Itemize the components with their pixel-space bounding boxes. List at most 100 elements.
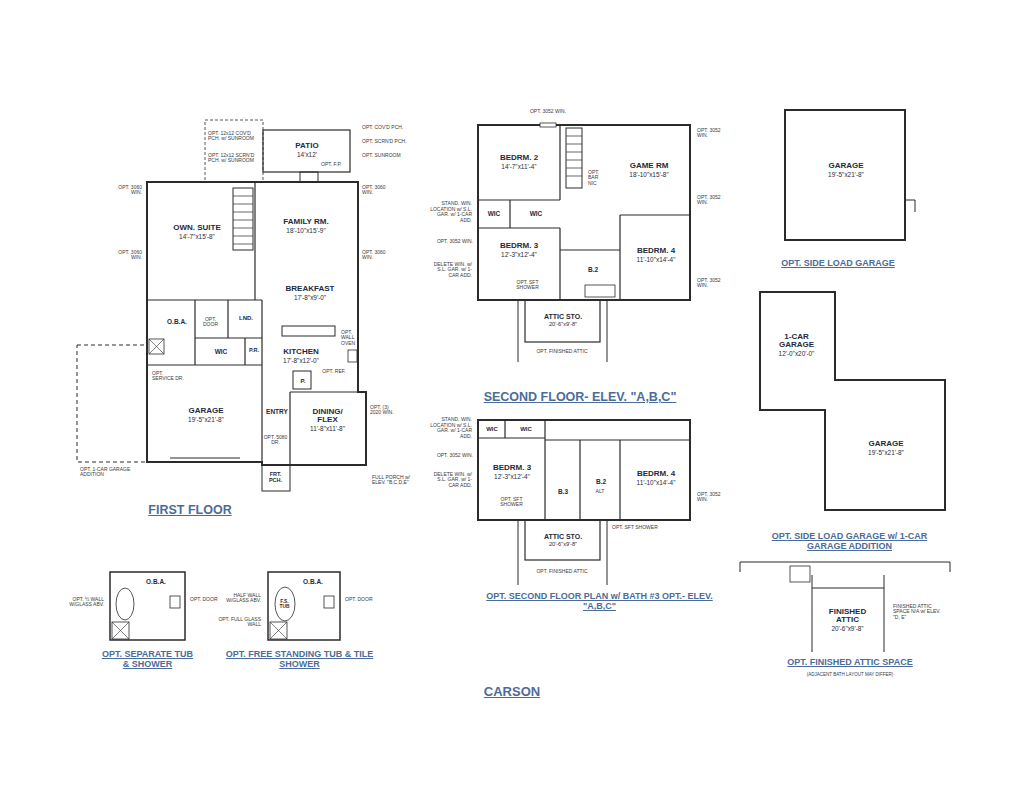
room-name: BEDRM. 4	[635, 470, 677, 479]
second-floor-walls	[585, 285, 615, 297]
bath-option-walls	[270, 622, 287, 639]
room-label: BEDRM. 312'-3"x12'-4"	[497, 241, 541, 259]
room-label: WIC	[485, 209, 503, 218]
first-floor-walls	[263, 130, 350, 172]
garage-option-walls	[905, 200, 915, 212]
plan-note: OPT. 3052 WIN.	[435, 453, 473, 459]
optional-second-floor-walls	[478, 420, 690, 585]
plan-note: FINISHED ATTIC SPACE N/A w/ ELEV. "D, E"	[893, 604, 945, 621]
optional-second-floor-walls	[478, 420, 690, 520]
room-dimension: 18'-10"x15'-9"	[282, 227, 331, 234]
room-name: PATIO	[294, 142, 321, 151]
plan-heading: FIRST FLOOR	[148, 504, 233, 518]
room-dimension: 12'-0"x20'-0"	[773, 350, 821, 357]
room-dimension: 12'-3"x12'-4"	[498, 251, 540, 258]
first-floor-walls	[170, 458, 240, 459]
plan-note: DELETE WIN. w/ S.L. GAR. w/ 1-CAR ADD.	[430, 472, 472, 489]
room-name: B.2	[586, 266, 600, 273]
plan-note: OPT. 12x12 COV'D PCH. w/ SUNROOM	[208, 131, 260, 142]
room-label: WIC	[484, 425, 501, 434]
garage-option-walls	[790, 566, 810, 582]
plan-note: OPT. BAR NIC	[588, 170, 606, 187]
bath-option-walls	[110, 572, 185, 640]
plan-note: (ADJACENT BATH LAYOUT MAY DIFFER)	[806, 673, 894, 678]
first-floor-walls	[233, 188, 253, 250]
room-name: GARAGE	[867, 440, 906, 449]
plan-note: OPT. SFT SHOWER	[506, 280, 550, 291]
plan-note: ALT	[595, 489, 605, 495]
bath-option-walls	[270, 622, 287, 639]
plan-note: OPT. 3052 WIN.	[697, 128, 723, 139]
plan-note: STAND. WIN. LOCATION w/ S.L. GAR. w/ 1-C…	[430, 417, 472, 439]
room-name: ATTIC STO.	[542, 313, 584, 321]
room-label: O.B.A.	[165, 317, 190, 326]
garage-option-walls	[740, 562, 950, 652]
room-label: ENTRY	[264, 407, 291, 416]
room-label: B.3	[555, 487, 571, 496]
room-dimension: 12'-3"x12'-4"	[491, 473, 533, 480]
plan-note: OPT. 3052 WIN.	[697, 492, 723, 503]
plan-note: OPT. DOOR	[190, 597, 219, 603]
bath-option-walls	[112, 622, 129, 639]
first-floor-walls	[300, 172, 318, 182]
first-floor-walls	[147, 182, 366, 465]
room-label: GARAGE19'-5"x21'-8"	[186, 406, 227, 424]
room-label: FRT. PCH.	[263, 470, 289, 484]
plan-note: OPT. SFT SHOWER	[492, 497, 532, 508]
room-label: GARAGE19'-5"x21'-8"	[866, 439, 907, 457]
room-name: WIC	[485, 426, 500, 433]
plan-note: OPT. 3060 WIN.	[118, 250, 142, 261]
room-label: BEDRM. 312'-3"x12'-4"	[490, 463, 534, 481]
plan-note: OPT. FULL GLASS WALL	[211, 617, 261, 628]
room-name: LND.	[238, 315, 255, 322]
room-name: WIC	[486, 210, 502, 217]
room-name: P.	[299, 378, 307, 385]
room-label: DINING/ FLEX11'-8"x11'-8"	[302, 407, 354, 434]
optional-second-floor-walls	[518, 520, 607, 585]
plan-note: OPT. FINISHED ATTIC	[536, 349, 589, 355]
room-name: FRT. PCH.	[264, 471, 288, 483]
bath-option-walls	[324, 596, 334, 608]
plan-note: OPT. SERVICE DR.	[152, 371, 184, 382]
room-dimension: 11'-10"x14'-4"	[635, 256, 677, 263]
room-label: 1-CAR GARAGE12'-0"x20'-0"	[772, 332, 822, 359]
plan-note: OPT. SUNROOM	[362, 153, 402, 159]
room-name: P.R.	[248, 347, 261, 353]
room-name: F.S. TUB	[277, 599, 293, 610]
plan-heading: OPT. SIDE LOAD GARAGE	[781, 259, 896, 269]
room-dimension: 20'-6"x9'-8"	[542, 321, 584, 327]
room-label: KITCHEN17'-8"x12'-0"	[281, 347, 322, 365]
plan-note: OPT. 3052 WIN.	[435, 239, 473, 245]
room-dimension: 14'-7"x11'-4"	[498, 163, 540, 170]
room-label: F.S. TUB	[276, 598, 294, 611]
room-name: ENTRY	[265, 408, 290, 415]
plan-note: HALF WALL W/GLASS ABV.	[211, 593, 261, 604]
plan-heading: OPT. SEPARATE TUB & SHOWER	[98, 650, 198, 670]
plan-title: CARSON	[483, 685, 541, 699]
room-name: BEDRM. 4	[635, 247, 677, 256]
room-name: FAMILY RM.	[282, 218, 331, 227]
room-dimension: 20'-6"x9'-8"	[542, 541, 584, 547]
bath-option-walls	[110, 572, 340, 640]
second-floor-walls	[478, 123, 690, 362]
plan-note: OPT. 3060 WIN.	[118, 185, 142, 196]
room-dimension: 18'-10"x15'-8"	[628, 171, 671, 178]
room-name: O.B.A.	[145, 578, 168, 585]
room-label: LND.	[237, 314, 256, 323]
room-label: ATTIC STO.20'-6"x9'-8"	[541, 532, 585, 548]
first-floor-walls	[147, 182, 358, 465]
room-name: BEDRM. 3	[498, 242, 540, 251]
first-floor-walls	[149, 339, 164, 354]
plan-note: FULL PORCH w/ ELEV. "B,C,D,E"	[372, 475, 416, 486]
room-dimension: 11'-8"x11'-8"	[303, 425, 353, 432]
room-dimension: 17'-8"x12'-0"	[282, 357, 321, 364]
room-name: B.2	[594, 478, 608, 485]
first-floor-walls	[205, 120, 263, 182]
room-label: WIC	[527, 209, 545, 218]
plan-note: OPT. COV'D PCH.	[362, 125, 405, 131]
second-floor-walls	[525, 300, 600, 342]
room-name: O.B.A.	[166, 318, 189, 325]
room-dimension: 17'-8"x9'-0"	[284, 294, 336, 301]
room-dimension: 19'-5"x21'-8"	[867, 449, 906, 456]
